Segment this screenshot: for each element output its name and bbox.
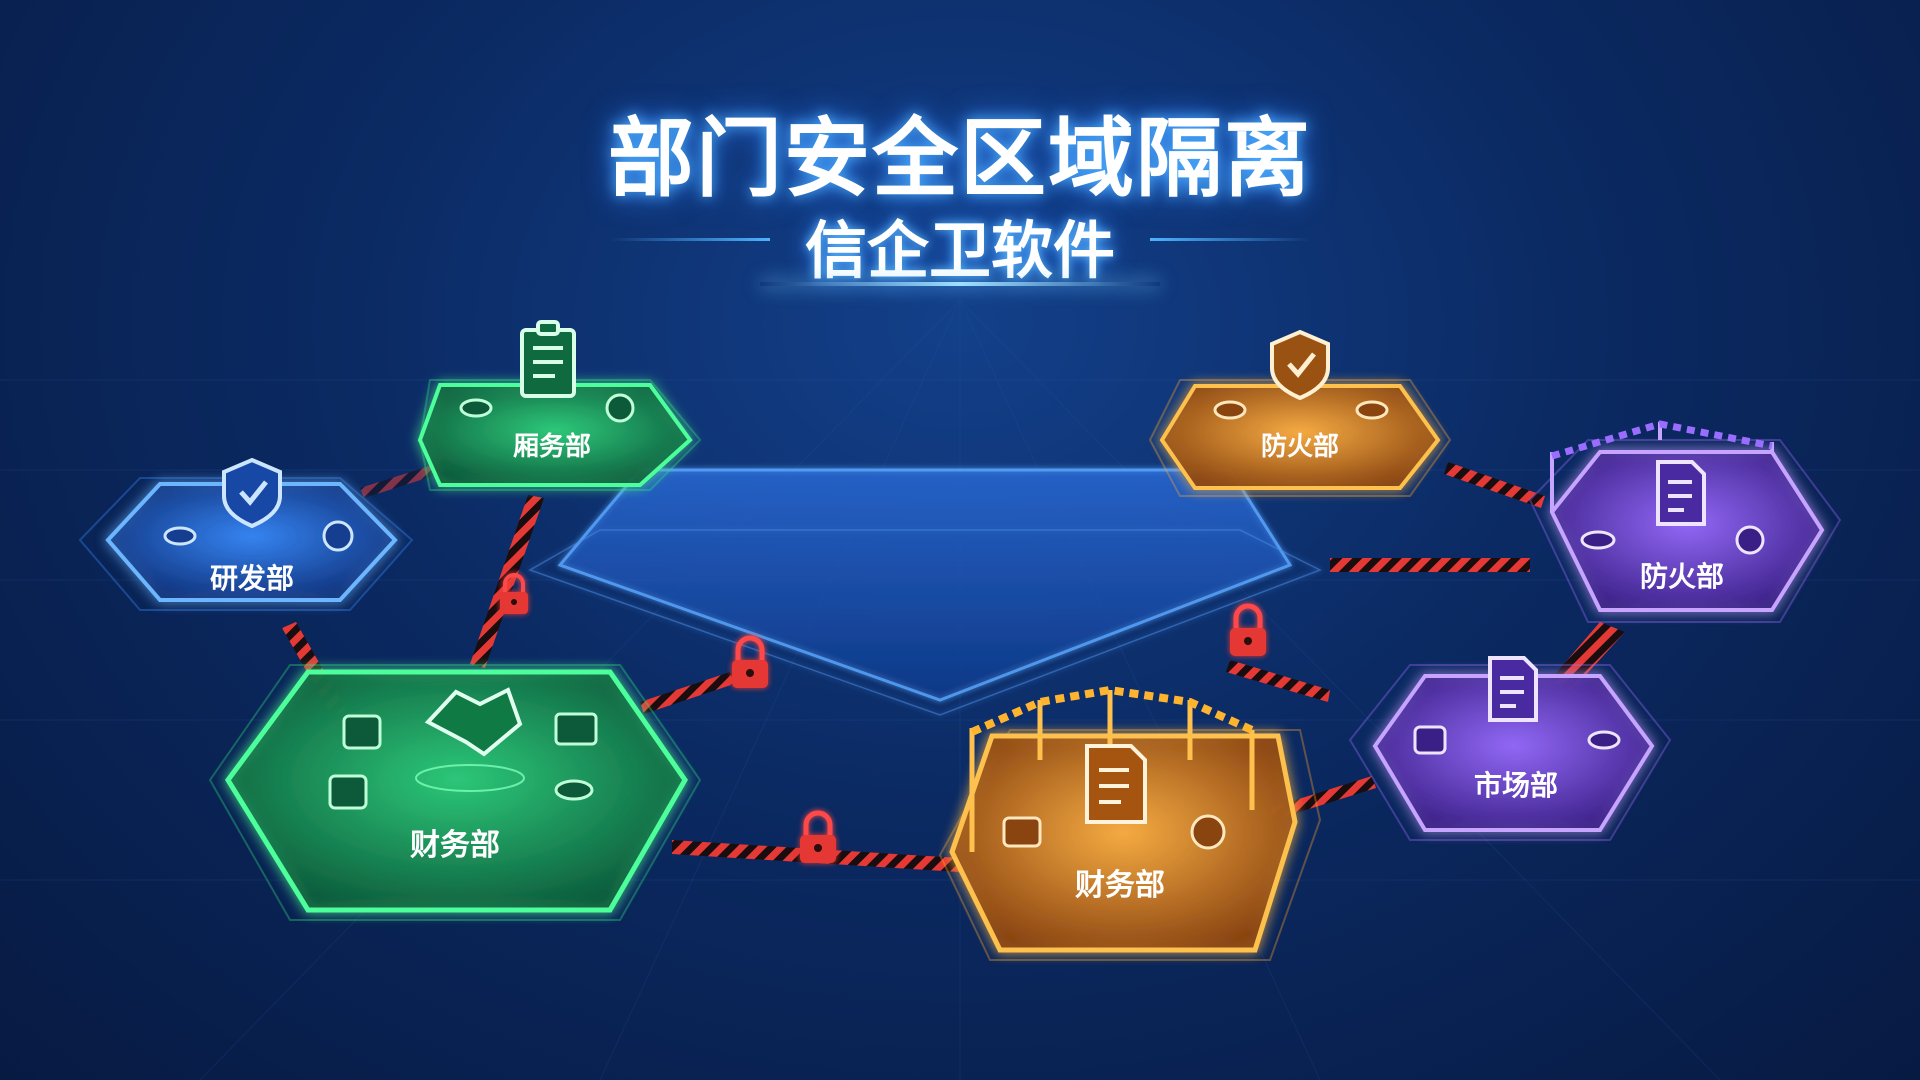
fence-barrier — [969, 685, 1255, 852]
zone-label: 防火部 — [1261, 432, 1339, 462]
padlock-icon — [500, 573, 528, 614]
document-icon — [1488, 656, 1538, 722]
zone-blue-left: 研发部 — [78, 457, 414, 611]
zone-label: 市场部 — [1474, 769, 1558, 802]
check-badge-icon — [1190, 814, 1226, 850]
subtitle-line-left — [610, 238, 770, 241]
zone-purple-top: 防火部 — [1528, 420, 1842, 623]
zone-label: 财务部 — [1075, 868, 1165, 903]
security-icon — [328, 774, 368, 810]
database-icon — [163, 526, 197, 546]
document-icon — [1656, 460, 1706, 526]
shield-check-icon — [1270, 329, 1330, 401]
database-icon — [1355, 400, 1389, 420]
central-platform — [528, 468, 1322, 716]
zone-green-big: 财务部 — [208, 664, 702, 921]
tape-orange-big-to-purple-right — [1270, 776, 1376, 820]
title-glow-bar — [760, 282, 1160, 286]
zone-label: 厢务部 — [513, 432, 591, 462]
zone-orange-top: 防火部 — [1148, 329, 1452, 497]
zone-orange-big: 财务部 — [938, 685, 1322, 961]
icon-base-ring — [415, 764, 525, 792]
zone-label: 防火部 — [1640, 560, 1724, 593]
fence-barrier — [1550, 420, 1774, 512]
database-icon — [1587, 730, 1621, 750]
document-icon — [1085, 744, 1147, 824]
badge-icon — [605, 393, 635, 423]
padlock-icon — [1230, 603, 1266, 656]
database-icon — [1213, 400, 1247, 420]
zone-purple-right: 市场部 — [1348, 656, 1672, 841]
page-subtitle: 信企卫软件 — [804, 214, 1115, 287]
subtitle-line-right — [1150, 238, 1310, 241]
zone-green-top: 厢务部 — [417, 320, 702, 491]
chart-icon — [554, 712, 598, 746]
padlocks — [500, 573, 1266, 863]
box-icon — [1002, 816, 1042, 848]
database-icon — [1580, 530, 1616, 550]
database-icon — [459, 398, 493, 418]
handshake-icon — [424, 687, 523, 757]
clipboard-icon — [520, 320, 576, 398]
padlock-icon — [800, 810, 836, 863]
tape-center-to-purple — [1330, 558, 1530, 572]
padlock-icon — [732, 635, 768, 688]
tape-center-to-orange-top — [1226, 660, 1330, 702]
tape-orange-top-to-purple — [1444, 462, 1545, 508]
tape-purple-top-to-purple-right — [1550, 622, 1625, 690]
zone-label: 研发部 — [210, 562, 294, 595]
badge-icon — [1735, 525, 1765, 555]
shield-icon — [1413, 725, 1447, 755]
zone-label: 财务部 — [410, 828, 500, 863]
page-title: 部门安全区域隔离 — [608, 109, 1312, 209]
check-badge-icon — [322, 520, 354, 552]
tape-green-big-to-center — [640, 672, 734, 714]
shield-check-icon — [222, 457, 282, 529]
database-icon — [554, 779, 594, 801]
tape-green-top-to-blue — [360, 460, 452, 498]
shield-icon — [342, 714, 382, 750]
